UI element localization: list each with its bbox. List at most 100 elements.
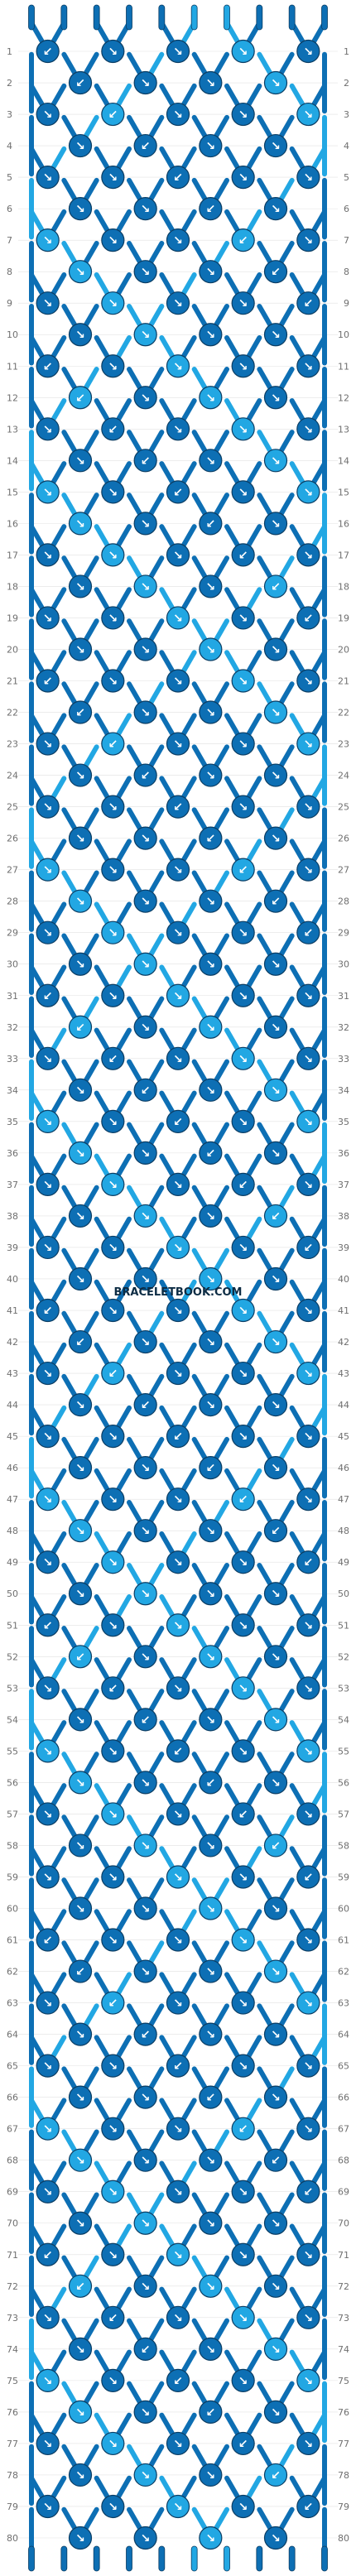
row-number-right: 56 <box>338 1777 349 1788</box>
knot: ↘ <box>101 2494 125 2519</box>
forward-knot-arrow-icon: ↘ <box>271 1902 281 1915</box>
row-number-left: 67 <box>7 2124 18 2135</box>
row-number-left: 13 <box>7 424 18 435</box>
knot: ↘ <box>231 102 255 127</box>
knot: ↘ <box>166 1172 190 1197</box>
row-number-right: 67 <box>338 2124 349 2135</box>
knot: ↘ <box>133 1456 157 1480</box>
knot: ↘ <box>36 858 60 882</box>
knot: ↘ <box>263 1456 288 1480</box>
forward-knot-arrow-icon: ↘ <box>173 549 183 562</box>
knot: ↘ <box>133 826 157 850</box>
backward-knot-arrow-icon: ↙ <box>173 1430 183 1444</box>
row-number-right: 32 <box>338 1022 349 1033</box>
forward-knot-arrow-icon: ↘ <box>173 675 183 689</box>
knot: ↘ <box>101 1928 125 1952</box>
row-number-left: 34 <box>7 1085 18 1096</box>
row-number-right: 55 <box>338 1746 349 1757</box>
knot: ↘ <box>36 1046 60 1070</box>
forward-knot-arrow-icon: ↘ <box>303 1682 313 1695</box>
knot: ↙ <box>199 2085 223 2109</box>
forward-knot-arrow-icon: ↘ <box>108 2060 118 2074</box>
backward-knot-arrow-icon: ↙ <box>271 896 281 909</box>
forward-knot-arrow-icon: ↘ <box>75 1713 85 1727</box>
backward-knot-arrow-icon: ↙ <box>108 108 118 122</box>
knot: ↘ <box>101 858 125 882</box>
forward-knot-arrow-icon: ↘ <box>271 140 281 153</box>
forward-knot-arrow-icon: ↘ <box>43 2312 53 2325</box>
row-number-right: 4 <box>344 141 349 151</box>
knot: ↘ <box>36 1487 60 1511</box>
backward-knot-arrow-icon: ↙ <box>205 2092 215 2105</box>
knot: ↘ <box>231 1865 255 1889</box>
forward-knot-arrow-icon: ↘ <box>238 297 248 310</box>
forward-knot-arrow-icon: ↘ <box>303 234 313 248</box>
forward-knot-arrow-icon: ↘ <box>271 643 281 656</box>
forward-knot-arrow-icon: ↘ <box>75 2469 85 2482</box>
knot: ↘ <box>166 102 190 127</box>
knot: ↙ <box>263 1519 288 1543</box>
row-number-left: 28 <box>7 896 18 907</box>
knot: ↘ <box>263 449 288 473</box>
knot: ↙ <box>296 1865 320 1889</box>
knot: ↘ <box>231 669 255 693</box>
backward-knot-arrow-icon: ↙ <box>108 1367 118 1381</box>
forward-knot-arrow-icon: ↘ <box>205 1021 215 1035</box>
knot: ↘ <box>166 1865 190 1889</box>
thread-end-top <box>224 4 230 31</box>
forward-knot-arrow-icon: ↘ <box>238 1556 248 1569</box>
forward-knot-arrow-icon: ↘ <box>271 1147 281 1161</box>
knot: ↙ <box>133 449 157 473</box>
knot: ↘ <box>166 858 190 882</box>
backward-knot-arrow-icon: ↙ <box>303 1871 313 1884</box>
forward-knot-arrow-icon: ↘ <box>238 1430 248 1444</box>
knot: ↘ <box>36 606 60 630</box>
forward-knot-arrow-icon: ↘ <box>108 1871 118 1884</box>
forward-knot-arrow-icon: ↘ <box>141 580 151 594</box>
row-number-right: 13 <box>338 424 349 435</box>
knot: ↘ <box>101 1298 125 1323</box>
knot: ↘ <box>296 417 320 441</box>
knot: ↘ <box>296 2117 320 2141</box>
forward-knot-arrow-icon: ↘ <box>108 1430 118 1444</box>
row-number-right: 5 <box>344 172 349 183</box>
row-number-right: 50 <box>338 1588 349 1599</box>
forward-knot-arrow-icon: ↘ <box>271 203 281 216</box>
knot: ↙ <box>166 795 190 819</box>
forward-knot-arrow-icon: ↘ <box>173 2123 183 2136</box>
backward-knot-arrow-icon: ↙ <box>108 738 118 752</box>
forward-knot-arrow-icon: ↘ <box>303 675 313 689</box>
knot: ↘ <box>133 260 157 284</box>
backward-knot-arrow-icon: ↙ <box>141 454 151 468</box>
backward-knot-arrow-icon: ↙ <box>238 1808 248 1821</box>
knot: ↘ <box>68 1204 93 1228</box>
forward-knot-arrow-icon: ↘ <box>238 1682 248 1695</box>
knot: ↘ <box>231 291 255 315</box>
knot: ↘ <box>133 323 157 347</box>
knot: ↘ <box>199 1266 223 1291</box>
knot: ↘ <box>101 2117 125 2141</box>
knot: ↘ <box>133 952 157 976</box>
knot: ↘ <box>36 2368 60 2392</box>
forward-knot-arrow-icon: ↘ <box>43 2060 53 2074</box>
knot: ↘ <box>263 1645 288 1669</box>
knot: ↙ <box>199 512 223 536</box>
row-number-right: 41 <box>338 1305 349 1316</box>
forward-knot-arrow-icon: ↘ <box>271 1336 281 1349</box>
knot: ↙ <box>296 920 320 944</box>
row-number-left: 45 <box>7 1431 18 1442</box>
backward-knot-arrow-icon: ↙ <box>238 1493 248 1507</box>
forward-knot-arrow-icon: ↘ <box>43 1808 53 1821</box>
knot: ↘ <box>101 1739 125 1763</box>
forward-knot-arrow-icon: ↘ <box>141 1588 151 1601</box>
knot: ↙ <box>263 1833 288 1858</box>
forward-knot-arrow-icon: ↘ <box>238 1997 248 2011</box>
knot: ↘ <box>296 480 320 504</box>
knot: ↘ <box>199 1645 223 1669</box>
row-number-left: 36 <box>7 1148 18 1159</box>
knot: ↘ <box>296 2242 320 2266</box>
knot: ↘ <box>296 102 320 127</box>
forward-knot-arrow-icon: ↘ <box>271 1462 281 1475</box>
forward-knot-arrow-icon: ↘ <box>205 329 215 342</box>
row-number-right: 58 <box>338 1840 349 1851</box>
